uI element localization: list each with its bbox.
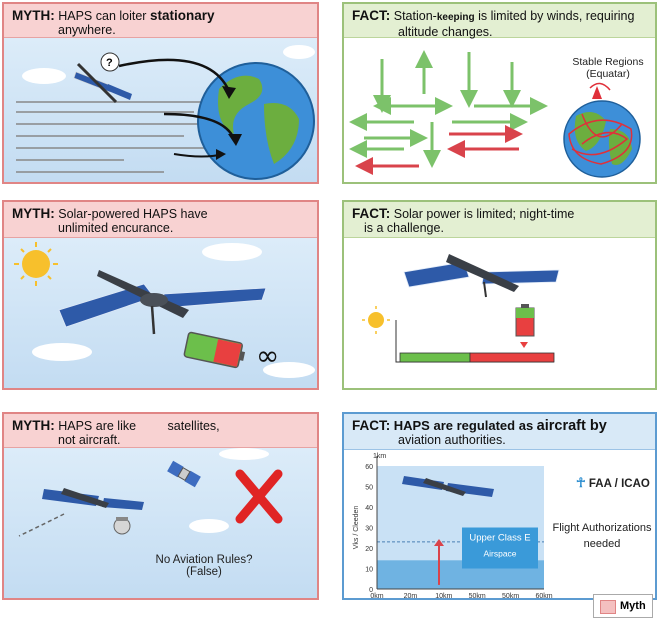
- myth-panel-stationary: MYTH: HAPS can loiter stationary anywher…: [2, 2, 319, 184]
- sun-icon: [14, 242, 58, 286]
- panel-header: MYTH: HAPS can loiter stationary anywher…: [4, 4, 317, 38]
- note-line1: No Aviation Rules?: [155, 554, 253, 566]
- stationary-illustration: ?: [16, 45, 315, 180]
- x-tick-label: 20m: [404, 593, 418, 600]
- y-unit-label: 1km: [373, 453, 386, 460]
- x-tick-label: 0km: [370, 593, 383, 600]
- myth-panel-satellites: MYTH: HAPS are like satellites, not airc…: [2, 412, 319, 600]
- header-emphasis: keeping: [436, 12, 475, 23]
- header-text: HAPS are like: [58, 419, 137, 433]
- y-tick-label: 50: [365, 485, 373, 492]
- dashed-trajectory: [18, 513, 65, 537]
- header-emphasis: aircraft by: [536, 418, 607, 434]
- satellites-illustration: [18, 448, 283, 537]
- person-icon: ☥: [576, 475, 586, 490]
- solar-aircraft-icon: [403, 254, 560, 298]
- y-axis-label: Vks / Cleeden: [353, 506, 360, 550]
- header-text-3: not aircraft.: [58, 433, 121, 447]
- altitude-arrowhead: [434, 538, 444, 546]
- upper-class-e-box: [462, 527, 538, 569]
- fact-tag: FACT:: [352, 418, 391, 433]
- stable-regions-label: Stable Regions (Equatar): [568, 56, 648, 80]
- myth-tag: MYTH:: [12, 418, 55, 433]
- header-text: HAPS can loiter: [58, 9, 147, 23]
- header-text-2: anywhere.: [58, 23, 116, 37]
- header-text-2: aviation authorities.: [398, 433, 506, 447]
- battery-icon: [183, 331, 246, 369]
- x-tick-label: 60km: [535, 593, 552, 600]
- y-tick-label: 20: [365, 546, 373, 553]
- panel-header: FACT: Station-keeping is limited by wind…: [344, 4, 655, 39]
- header-emphasis: stationary: [149, 8, 215, 23]
- myth-panel-endurance: MYTH: Solar-powered HAPS have unlimited …: [2, 200, 319, 390]
- haps-aircraft-icon: [73, 62, 132, 104]
- red-cross-icon: [235, 469, 283, 524]
- svg-text:?: ?: [106, 57, 113, 69]
- y-tick-label: 40: [365, 505, 373, 512]
- flight-authorizations-label: Flight Authorizations needed: [552, 522, 652, 550]
- header-text-2: unlimited encurance.: [58, 221, 174, 235]
- panel-header: FACT: Solar power is limited; night-time…: [344, 202, 655, 238]
- day-night-bar: [399, 352, 555, 363]
- x-tick-label: 50km: [469, 593, 486, 600]
- fact-panel-regulated: FACT: HAPS are regulated as aircraft by …: [342, 412, 657, 600]
- header-text-2: is limited by winds, requiring: [478, 9, 635, 23]
- upper-class-e-label: Upper Class E: [469, 533, 530, 544]
- haps-aircraft-icon: [42, 488, 144, 510]
- faa-icao-label: ☥ FAA / ICAO: [576, 475, 650, 491]
- authorizations-line2: needed: [583, 538, 621, 550]
- satellite-icon: [167, 460, 201, 488]
- globe-icon: [563, 86, 641, 178]
- header-text-3: altitude changes.: [398, 25, 493, 39]
- stable-regions-line2: (Equatar): [586, 68, 630, 80]
- header-text: HAPS are regulated as: [393, 418, 534, 433]
- no-aviation-rules-label: No Aviation Rules? (False): [144, 554, 264, 578]
- solar-limited-illustration: [362, 254, 560, 363]
- legend-label: Myth: [620, 600, 646, 612]
- curved-arrow-top: [118, 58, 231, 92]
- y-tick-label: 30: [365, 526, 373, 533]
- y-tick-label: 60: [365, 464, 373, 471]
- panel-header: FACT: HAPS are regulated as aircraft by …: [344, 414, 655, 450]
- myth-tag: MYTH:: [12, 8, 55, 23]
- legend-box: Myth: [593, 594, 653, 618]
- airspace-chart: 1km 0 10 20 30 40 50 60 0km 20m 10km 50km 50km 60km Vk…: [353, 453, 553, 600]
- authorizations-line1: Flight Authorizations: [552, 522, 652, 534]
- x-tick-label: 10km: [435, 593, 452, 600]
- header-text: Solar power is limited; night-time: [393, 207, 575, 221]
- airspace-label: Airspace: [483, 549, 516, 559]
- aircraft-fuselage: [423, 478, 466, 496]
- legend-swatch: [600, 600, 616, 614]
- header-text: Station-: [393, 9, 437, 23]
- small-satellite-icon: [113, 517, 131, 535]
- panel-header: MYTH: HAPS are like satellites, not airc…: [4, 414, 317, 448]
- fact-panel-solar-limited: FACT: Solar power is limited; night-time…: [342, 200, 657, 390]
- aircraft-wing-right: [446, 483, 494, 497]
- red-wind-arrows: [355, 125, 523, 175]
- endurance-illustration: ∞: [14, 242, 315, 378]
- y-tick-label: 10: [365, 567, 373, 574]
- stable-regions-line1: Stable Regions: [572, 56, 644, 68]
- infinity-icon: ∞: [256, 339, 279, 372]
- x-tick-label: 50km: [502, 593, 519, 600]
- sun-icon: [362, 306, 390, 334]
- header-text-2: is a challenge.: [364, 221, 444, 235]
- solar-aircraft-icon: [58, 270, 267, 335]
- y-tick-label: 0: [369, 587, 373, 594]
- fact-tag: FACT:: [352, 206, 391, 221]
- header-text: Solar-powered HAPS have: [58, 207, 208, 221]
- fact-tag: FACT:: [352, 8, 391, 23]
- green-wind-arrows: [349, 50, 548, 168]
- myth-tag: MYTH:: [12, 206, 55, 221]
- panel-header: MYTH: Solar-powered HAPS have unlimited …: [4, 202, 317, 238]
- wind-lines-icon: [16, 101, 214, 173]
- wind-arrows-illustration: [349, 50, 641, 178]
- faa-icao-text: FAA / ICAO: [588, 478, 650, 490]
- header-text-2: satellites,: [167, 419, 220, 433]
- note-line2: (False): [186, 566, 222, 578]
- fact-panel-station-keeping: FACT: Station-keeping is limited by wind…: [342, 2, 657, 184]
- sky-background: [4, 448, 317, 598]
- battery-level-icon: [515, 304, 535, 348]
